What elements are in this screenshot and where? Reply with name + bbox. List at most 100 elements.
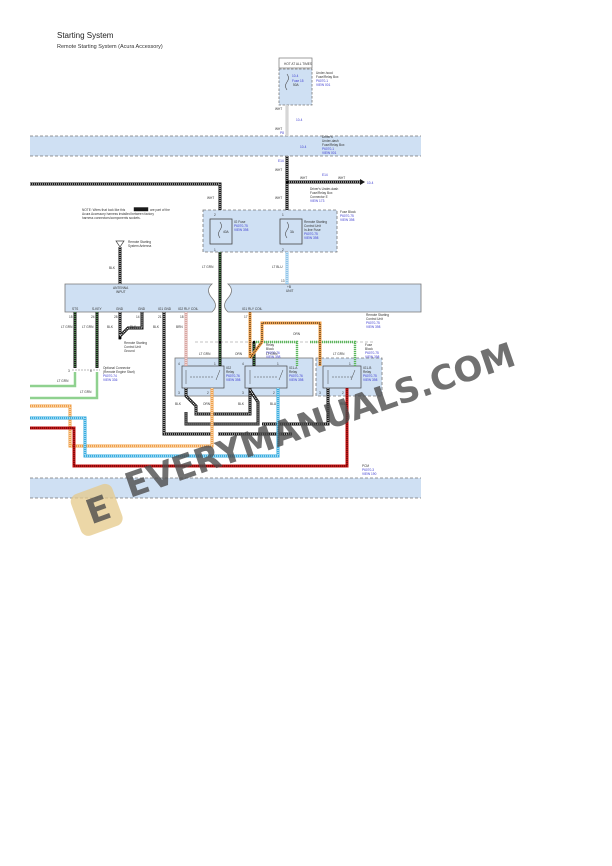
svg-text:P6070-1: P6070-1 [316,79,328,83]
svg-text:GND: GND [138,307,146,311]
note-wire-sample-icon [133,207,149,212]
svg-text:System Antenna: System Antenna [128,244,151,248]
svg-text:WHT: WHT [275,196,282,200]
svg-text:BLK: BLK [153,325,160,329]
svg-text:1: 1 [349,362,351,366]
svg-text:VIEW 336: VIEW 336 [103,378,118,382]
svg-text:18: 18 [180,315,184,319]
svg-text:2: 2 [214,213,216,217]
svg-text:IG2: IG2 [226,366,231,370]
svg-text:INPUT: INPUT [116,290,126,294]
svg-text:Fuse/Relay Box: Fuse/Relay Box [322,143,345,147]
svg-text:Control Unit: Control Unit [366,317,383,321]
svg-text:Connector E: Connector E [310,195,328,199]
svg-text:3: 3 [319,391,321,395]
svg-text:RED: RED [340,402,347,406]
svg-text:Fuse: Fuse [365,343,372,347]
svg-text:IG1-A: IG1-A [289,366,298,370]
svg-text:10-4: 10-4 [300,145,307,149]
svg-text:1: 1 [277,362,279,366]
svg-text:4: 4 [178,362,180,366]
svg-text:Relay: Relay [289,370,298,374]
svg-text:3A: 3A [290,230,295,234]
relay-ig1-a: ORN LT GRN 4 1 3 2 IG1-A Relay P6070-76 … [235,352,304,406]
svg-text:ORN: ORN [203,402,211,406]
svg-text:GND: GND [116,307,124,311]
underhood-fuse-box [278,57,313,106]
svg-text:Under-hood: Under-hood [316,71,333,75]
svg-text:2: 2 [207,391,209,395]
svg-text:21: 21 [158,315,162,319]
svg-text:5: 5 [319,362,321,366]
svg-text:10-4: 10-4 [296,118,303,122]
svg-text:P6070-75: P6070-75 [234,224,248,228]
svg-text:Optional Connector: Optional Connector [103,366,131,370]
svg-text:P8: P8 [280,131,284,135]
note-text: NOTE: Wires that look like this [82,208,126,212]
svg-text:Ground: Ground [124,349,135,353]
lt-grn-fuse-wire [195,252,375,366]
svg-text:Remote Starting: Remote Starting [124,341,147,345]
svg-text:WHT: WHT [300,176,307,180]
drivers-under-dash-band [30,135,421,157]
orn-coil-wire [248,312,322,366]
svg-text:Acura Accessory harness instal: Acura Accessory harness installed betwee… [82,212,154,216]
svg-text:28: 28 [114,315,118,319]
svg-text:LT GRN: LT GRN [61,325,73,329]
svg-text:P6070-75: P6070-75 [365,351,379,355]
svg-text:3: 3 [68,369,70,373]
svg-text:harness connectors/components: harness connectors/components sockets. [82,216,141,220]
svg-text:BLK: BLK [107,325,114,329]
control-unit-module [64,283,422,313]
page-title: Starting System [57,31,114,40]
svg-text:Fuse 15: Fuse 15 [292,79,304,83]
svg-text:WHT: WHT [338,176,345,180]
antenna-wire [115,240,125,284]
svg-text:2: 2 [273,391,275,395]
svg-text:LT GRN: LT GRN [57,379,69,383]
svg-text:Block: Block [365,347,373,351]
watermark-logo-icon: E [70,483,123,536]
hot-label: HOT AT ALL TIMES [284,62,312,66]
svg-text:IG2 RLY COIL: IG2 RLY COIL [178,307,198,311]
svg-text:50A: 50A [293,83,300,87]
svg-text:P6070-75: P6070-75 [340,214,354,218]
svg-text:13: 13 [281,279,285,283]
svg-text:3: 3 [242,391,244,395]
svg-text:VIEW 398: VIEW 398 [266,355,281,359]
svg-text:Relay: Relay [266,343,275,347]
svg-text:VIEW 398: VIEW 398 [226,378,241,382]
svg-text:IG Fuse: IG Fuse [234,220,246,224]
svg-text:ANTENNA: ANTENNA [113,286,129,290]
svg-text:ORN: ORN [293,332,301,336]
svg-text:In-line Fuse: In-line Fuse [304,228,321,232]
svg-text:LT GRN: LT GRN [202,265,214,269]
svg-text:1: 1 [214,248,216,252]
svg-text:are part of the: are part of the [150,208,170,212]
lt-grn-sts-wires [30,312,100,400]
svg-text:VIEW 398: VIEW 398 [365,355,380,359]
svg-text:WHT: WHT [275,127,282,131]
relay-ig2: LT GRN 4 1 3 2 IG2 Relay P6070-76 VIEW 3… [175,352,241,406]
orn-wire [30,388,214,448]
svg-text:VIEW 398: VIEW 398 [340,218,355,222]
svg-text:VIEW 190: VIEW 190 [362,472,377,476]
svg-text:P6070-75: P6070-75 [304,232,318,236]
svg-text:Driver's: Driver's [322,135,333,139]
svg-text:LT BLU: LT BLU [272,265,283,269]
svg-text:VIEW 398: VIEW 398 [289,378,304,382]
svg-text:VIEW 001: VIEW 001 [316,83,331,87]
svg-text:10-4: 10-4 [367,181,374,185]
svg-text:4: 4 [242,362,244,366]
svg-text:BLU: BLU [270,402,277,406]
svg-text:Fuse Block: Fuse Block [340,210,356,214]
accessory-harness-wire [30,182,222,210]
relay-internals [185,369,356,384]
svg-text:BRN: BRN [176,325,183,329]
svg-text:P6070-74: P6070-74 [103,374,117,378]
svg-text:VIEW 173: VIEW 173 [310,199,325,203]
svg-text:2: 2 [282,248,284,252]
svg-text:P6070-75: P6070-75 [363,374,377,378]
svg-text:P6070-3: P6070-3 [362,468,374,472]
svg-text:LT GRN: LT GRN [333,352,345,356]
